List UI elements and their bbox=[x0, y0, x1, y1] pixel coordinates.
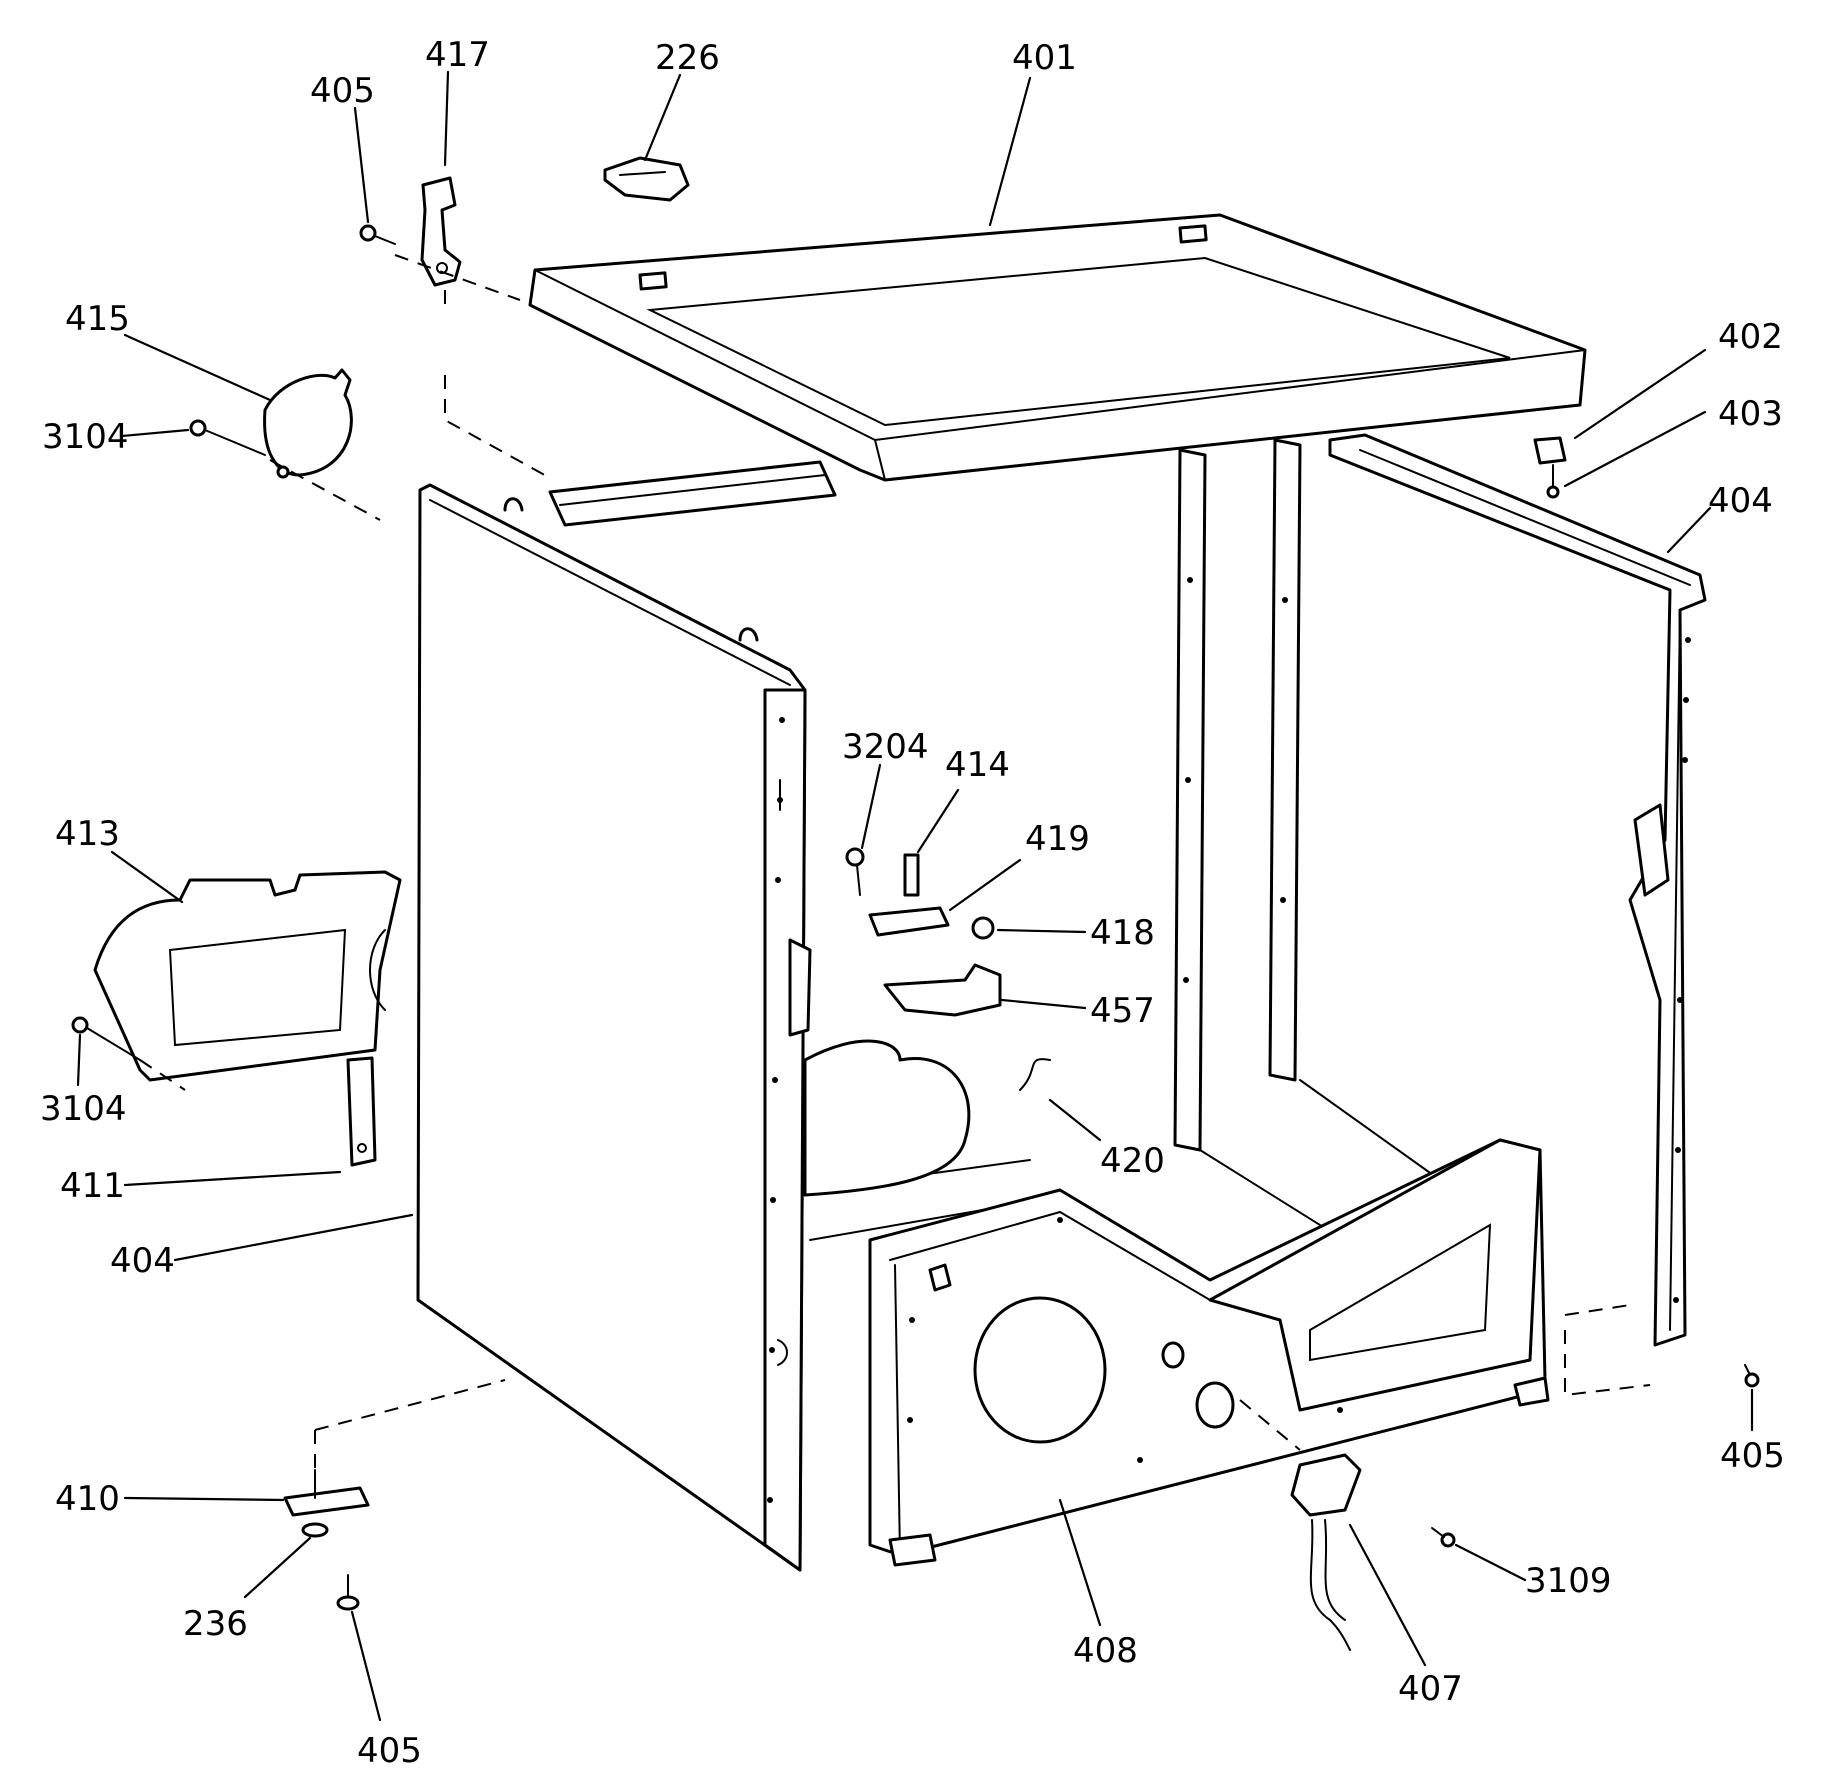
foot-pad-236 bbox=[301, 1522, 329, 1538]
label-236: 236 bbox=[183, 1604, 248, 1644]
screw-405-top bbox=[359, 224, 396, 245]
label-3109: 3109 bbox=[1525, 1561, 1612, 1601]
label-402: 402 bbox=[1718, 317, 1783, 357]
wire-420 bbox=[1019, 1058, 1051, 1091]
leader-lines bbox=[76, 70, 1754, 1722]
block-419 bbox=[868, 906, 950, 937]
top-panel bbox=[528, 213, 1587, 482]
leveling-foot-410 bbox=[283, 1469, 370, 1517]
label-3104-left: 3104 bbox=[40, 1089, 127, 1129]
knob-418 bbox=[971, 916, 995, 940]
screw-3109 bbox=[1431, 1527, 1456, 1548]
right-side-panel bbox=[1328, 433, 1707, 1347]
screw-3104-left bbox=[71, 1016, 141, 1061]
screw-403 bbox=[1546, 464, 1560, 499]
vent-cover-415 bbox=[263, 368, 353, 479]
screw-405-bottom bbox=[336, 1574, 360, 1611]
label-410: 410 bbox=[55, 1479, 120, 1519]
label-414: 414 bbox=[945, 745, 1010, 785]
label-226: 226 bbox=[655, 38, 720, 78]
label-401: 401 bbox=[1012, 38, 1077, 78]
screw-405-right bbox=[1744, 1364, 1760, 1388]
label-413: 413 bbox=[55, 814, 120, 854]
label-404-right: 404 bbox=[1708, 481, 1773, 521]
label-457: 457 bbox=[1090, 991, 1155, 1031]
callout-labels: 417 226 401 405 415 3104 402 403 404 320… bbox=[40, 35, 1785, 1771]
label-405-right: 405 bbox=[1720, 1436, 1785, 1476]
terminal-block-407 bbox=[1290, 1453, 1362, 1651]
pin-414 bbox=[903, 853, 920, 897]
bracket-411 bbox=[346, 1056, 377, 1167]
label-415: 415 bbox=[65, 299, 130, 339]
label-408: 408 bbox=[1073, 1631, 1138, 1671]
label-3104-top: 3104 bbox=[42, 417, 129, 457]
label-403: 403 bbox=[1718, 394, 1783, 434]
foot-402 bbox=[1533, 436, 1567, 465]
screw-3104-top bbox=[189, 419, 266, 456]
label-3204: 3204 bbox=[842, 727, 929, 767]
access-panel-413 bbox=[93, 870, 402, 1082]
base-front-panel bbox=[868, 1138, 1550, 1567]
label-405-bottom: 405 bbox=[357, 1731, 422, 1771]
label-411: 411 bbox=[60, 1166, 125, 1206]
label-407: 407 bbox=[1398, 1669, 1463, 1709]
label-405-top: 405 bbox=[310, 71, 375, 111]
bracket-457 bbox=[883, 963, 1002, 1017]
left-side-panel bbox=[416, 483, 812, 1572]
label-417: 417 bbox=[425, 35, 490, 75]
label-420: 420 bbox=[1100, 1141, 1165, 1181]
alignment-lines bbox=[139, 254, 1651, 1470]
label-419: 419 bbox=[1025, 819, 1090, 859]
latch-226 bbox=[603, 156, 690, 202]
label-404-left: 404 bbox=[110, 1241, 175, 1281]
hinge-bracket-417 bbox=[420, 176, 462, 287]
screw-3204 bbox=[845, 847, 865, 896]
label-418: 418 bbox=[1090, 913, 1155, 953]
